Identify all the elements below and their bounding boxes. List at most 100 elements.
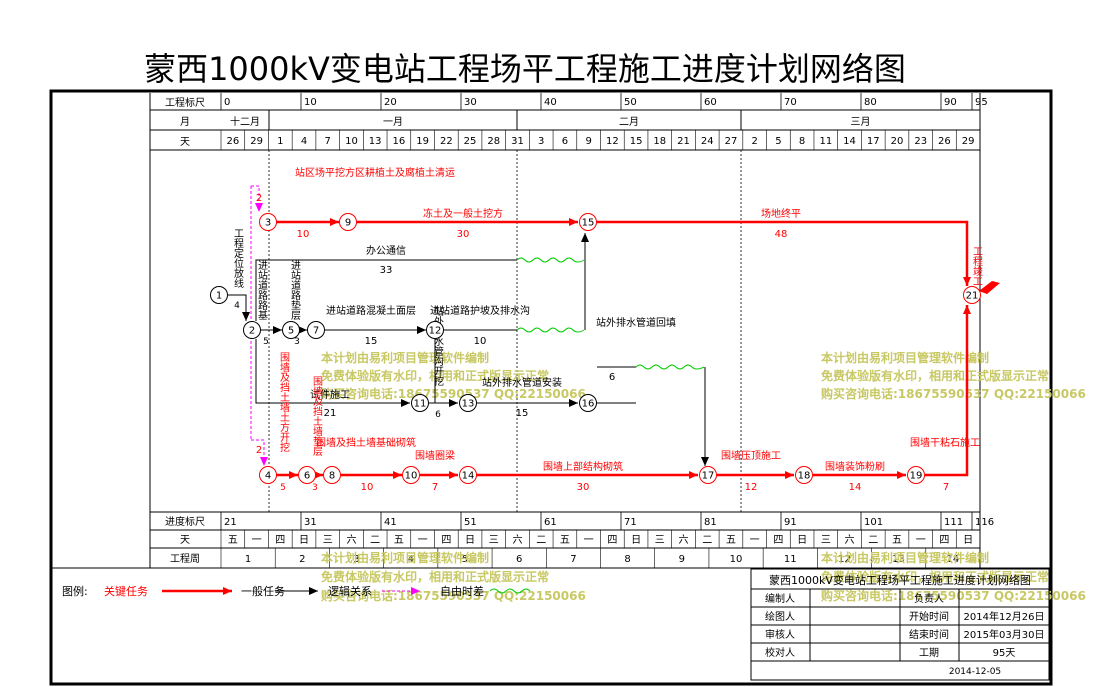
node-19 <box>907 466 925 484</box>
scale-tick-label: 95 <box>975 97 988 108</box>
task-label-t-1-2: 工程定位放线 <box>232 228 244 288</box>
node-6 <box>298 466 316 484</box>
scale-tick-label: 0 <box>224 97 230 108</box>
task-label-t-7-12: 进站道路混凝土面层 <box>326 304 416 317</box>
weekday-row-label: 天 <box>180 535 190 546</box>
watermark-1-line3: 购买咨询电话:18675590537 QQ:22150066 <box>321 386 586 401</box>
weekday-label: 五 <box>560 535 570 546</box>
scale-tick-label: 70 <box>784 97 797 108</box>
info-owner-label: 负责人 <box>914 592 944 605</box>
node-label-18: 18 <box>798 471 811 482</box>
info-start-value: 2014年12月26日 <box>964 610 1045 623</box>
scale-tick-label: 80 <box>864 97 877 108</box>
weekday-label: 三 <box>821 535 831 546</box>
node-label-4: 4 <box>265 471 271 482</box>
month-label: 一月 <box>383 116 403 128</box>
node-17 <box>699 466 717 484</box>
legend-normal-label: 一般任务 <box>241 585 285 598</box>
logic-2-4 <box>251 439 268 466</box>
weekday-label: 六 <box>679 534 689 546</box>
legend: 图例: 关键任务 一般任务 逻辑关系 自由时差 <box>62 584 531 598</box>
info-compiler-label: 编制人 <box>765 592 795 605</box>
progress-tick-label: 91 <box>784 517 797 528</box>
task-duration-t-6-8: 3 <box>312 483 318 493</box>
weekday-label: 五 <box>228 535 238 546</box>
node-label-19: 19 <box>910 471 923 482</box>
task-label-t-15-21: 场地终平 <box>761 207 801 220</box>
day-label: 24 <box>701 136 714 147</box>
weekday-label: 六 <box>346 534 356 546</box>
legend-title: 图例: <box>62 584 88 598</box>
info-table: 蒙西1000kV变电站工程场平工程施工进度计划网络图 编制人 负责人 绘图人 开… <box>750 568 1050 681</box>
day-label: 9 <box>585 136 591 147</box>
month-label: 三月 <box>851 116 871 128</box>
week-label: 9 <box>679 554 685 565</box>
node-14 <box>459 466 477 484</box>
progress-tick-label: 111 <box>944 517 963 528</box>
node-label-16: 16 <box>582 399 595 410</box>
week-label: 11 <box>784 554 797 565</box>
page-title: 蒙西1000kV变电站工程场平工程施工进度计划网络图 <box>144 50 906 88</box>
day-label: 21 <box>677 136 690 147</box>
day-label: 29 <box>250 136 263 147</box>
day-label: 5 <box>775 136 781 147</box>
arrow-15-21 <box>597 220 971 286</box>
legend-float-label: 自由时差 <box>440 584 484 598</box>
watermark-4-line3: 购买咨询电话:18675590537 QQ:22150066 <box>821 588 1086 603</box>
weekday-label: 二 <box>536 535 546 546</box>
weekday-label: 五 <box>726 535 736 546</box>
node-label-11: 11 <box>414 399 427 410</box>
watermark-1-line1: 本计划由易利项目管理软件编制 <box>321 350 489 365</box>
day-label: 29 <box>962 136 975 147</box>
weekday-label: 四 <box>939 535 949 546</box>
weekday-label: 三 <box>655 535 665 546</box>
progress-row-label: 进度标尺 <box>165 515 205 528</box>
node-1 <box>210 286 228 304</box>
weekday-label: 一 <box>584 535 594 546</box>
node-label-2: 2 <box>249 326 255 337</box>
watermark-3-line1: 本计划由易利项目管理软件编制 <box>321 550 489 565</box>
day-label: 26 <box>226 136 239 147</box>
scale-row-label: 工程标尺 <box>165 97 205 109</box>
progress-tick-label: 31 <box>304 517 317 528</box>
progress-tick-label: 51 <box>464 517 477 528</box>
node-label-15: 15 <box>582 218 595 229</box>
arrow-1-2 <box>228 294 250 321</box>
watermark-3-line2: 免费体验版有水印，相用和正式版显示正常 <box>321 569 549 584</box>
node-label-9: 9 <box>345 218 351 229</box>
node-8 <box>323 466 341 484</box>
weekday-label: 四 <box>275 535 285 546</box>
task-label-t-14-17: 围墙上部结构砌筑 <box>543 460 623 473</box>
day-label: 10 <box>345 136 358 147</box>
week-label: 8 <box>624 554 630 565</box>
info-start-label: 开始时间 <box>909 610 949 623</box>
node-11 <box>411 394 429 412</box>
day-label: 11 <box>819 136 832 147</box>
node-label-10: 10 <box>405 471 418 482</box>
day-label: 25 <box>464 136 477 147</box>
task-label-t-9-15: 冻土及一般土挖方 <box>423 207 503 220</box>
task-label-t-17-18: 围墙压顶施工 <box>721 449 781 462</box>
logic-2-3 <box>251 185 263 212</box>
task-duration-t-17-18: 12 <box>745 482 758 493</box>
task-arrows <box>228 185 971 479</box>
legend-float-swatch <box>489 588 531 594</box>
day-label: 16 <box>393 136 406 147</box>
task-label-t-8-10: 围墙及挡土墙基础砌筑 <box>316 436 416 449</box>
weekday-label: 二 <box>370 535 380 546</box>
task-label-t-19-21: 围墙干粘石施工 <box>910 436 980 449</box>
node-5 <box>282 321 300 339</box>
info-title: 蒙西1000kV变电站工程场平工程施工进度计划网络图 <box>769 573 1031 587</box>
weekday-label: 六 <box>845 534 855 546</box>
task-duration-t-13-16: 15 <box>516 408 529 419</box>
info-reviewer-label: 审核人 <box>765 628 795 641</box>
watermark-2-line3: 购买咨询电话:18675590537 QQ:22150066 <box>821 386 1086 401</box>
node-15 <box>579 213 597 231</box>
weekday-label: 二 <box>702 535 712 546</box>
node-label-14: 14 <box>462 471 475 482</box>
progress-tick-label: 81 <box>704 517 717 528</box>
progress-tick-label: 61 <box>544 517 557 528</box>
weekday-label: 六 <box>512 534 522 546</box>
arrow-19-21 <box>925 305 971 477</box>
task-label-t-2-13: 办公通信 <box>366 244 406 257</box>
